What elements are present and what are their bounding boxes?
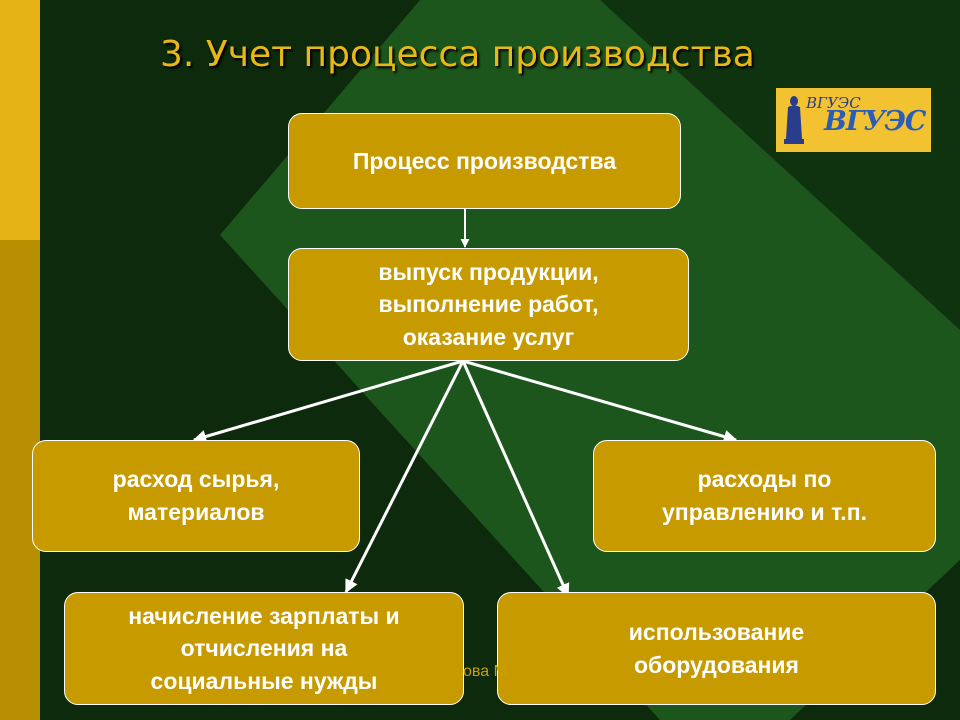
statue-icon	[784, 96, 804, 144]
university-logo: ВГУЭС ВГУЭС	[776, 88, 931, 152]
box-management-costs: расходы по управлению и т.п.	[593, 440, 936, 552]
box-output: выпуск продукции, выполнение работ, оказ…	[288, 248, 689, 361]
slide-title: 3. Учет процесса производства	[160, 34, 755, 75]
slide-footer: ова М	[463, 663, 507, 680]
box-production-process: Процесс производства	[288, 113, 681, 209]
box-salary-costs: начисление зарплаты и отчисления на соци…	[64, 592, 464, 705]
logo-text-small: ВГУЭС	[806, 94, 861, 112]
box-equipment-costs: использование оборудования	[497, 592, 936, 705]
logo-text-large: ВГУЭС	[824, 106, 926, 137]
box-materials-costs: расход сырья, материалов	[32, 440, 360, 552]
